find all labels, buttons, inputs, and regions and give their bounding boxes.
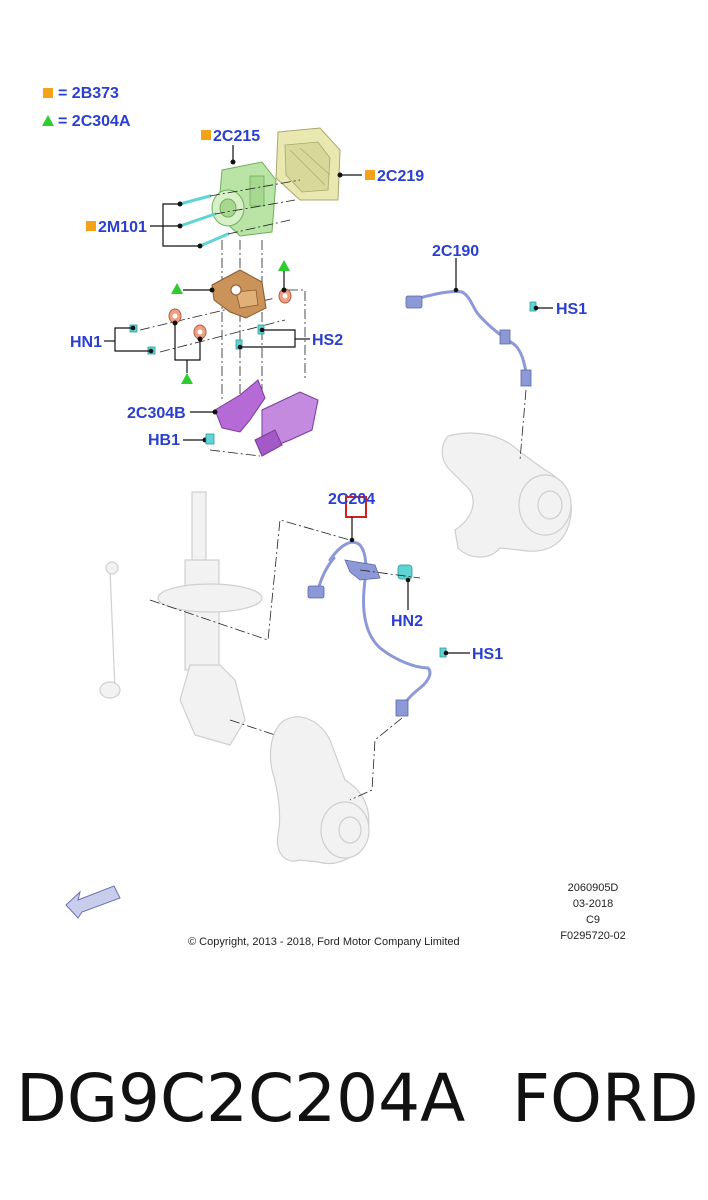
- label-hs1-bottom: HS1: [472, 646, 503, 663]
- ref-code: C9: [585, 914, 601, 926]
- bolts-2m101: [178, 194, 230, 248]
- label-2c204: 2C204: [328, 491, 375, 508]
- abs-pump-unit: [211, 161, 277, 237]
- part-number: DG9C2C204A: [16, 1060, 466, 1137]
- abs-module-housing: [275, 127, 341, 201]
- leader-lines-top: [150, 145, 362, 247]
- bolt-hb1: [205, 433, 215, 445]
- legend-green-triangle-icon: [42, 115, 54, 126]
- label-2c219: 2C219: [377, 168, 424, 185]
- bracket-purple-2c304b: [214, 379, 319, 457]
- legend-orange-square-icon: [43, 88, 53, 98]
- ref-code: 03-2018: [572, 898, 614, 910]
- brand-name: FORD: [512, 1060, 699, 1137]
- legend-2c304a: = 2C304A: [58, 113, 131, 130]
- ref-code: F0295720-02: [560, 930, 626, 942]
- label-2c215: 2C215: [213, 128, 260, 145]
- label-hn1: HN1: [70, 334, 102, 351]
- label-hn2: HN2: [391, 613, 423, 630]
- direction-arrow-icon: [65, 885, 121, 919]
- footer-caption: DG9C2C204A FORD: [0, 1060, 708, 1160]
- label-2m101: 2M101: [98, 219, 147, 236]
- sensor-2c190: [410, 290, 528, 374]
- label-hb1: HB1: [148, 432, 180, 449]
- knuckle-upper: [441, 432, 572, 558]
- strut-assembly: [99, 491, 263, 746]
- label-2c304b: 2C304B: [127, 405, 186, 422]
- label-hs2: HS2: [312, 332, 343, 349]
- knuckle-lower: [269, 716, 370, 864]
- reference-codes: 2060905D 03-2018 C9 F0295720-02: [545, 880, 641, 944]
- legend-2b373: = 2B373: [58, 85, 119, 102]
- bracket-bronze: [211, 269, 267, 319]
- label-hs1-top: HS1: [556, 301, 587, 318]
- copyright-notice: © Copyright, 2013 - 2018, Ford Motor Com…: [188, 936, 460, 948]
- ref-code: 2060905D: [567, 882, 619, 894]
- parts-diagram: = 2B373 = 2C304A: [42, 85, 587, 919]
- green-triangle-markers: [171, 260, 290, 384]
- highlight-box-2c204: [345, 496, 367, 518]
- label-2c190: 2C190: [432, 243, 479, 260]
